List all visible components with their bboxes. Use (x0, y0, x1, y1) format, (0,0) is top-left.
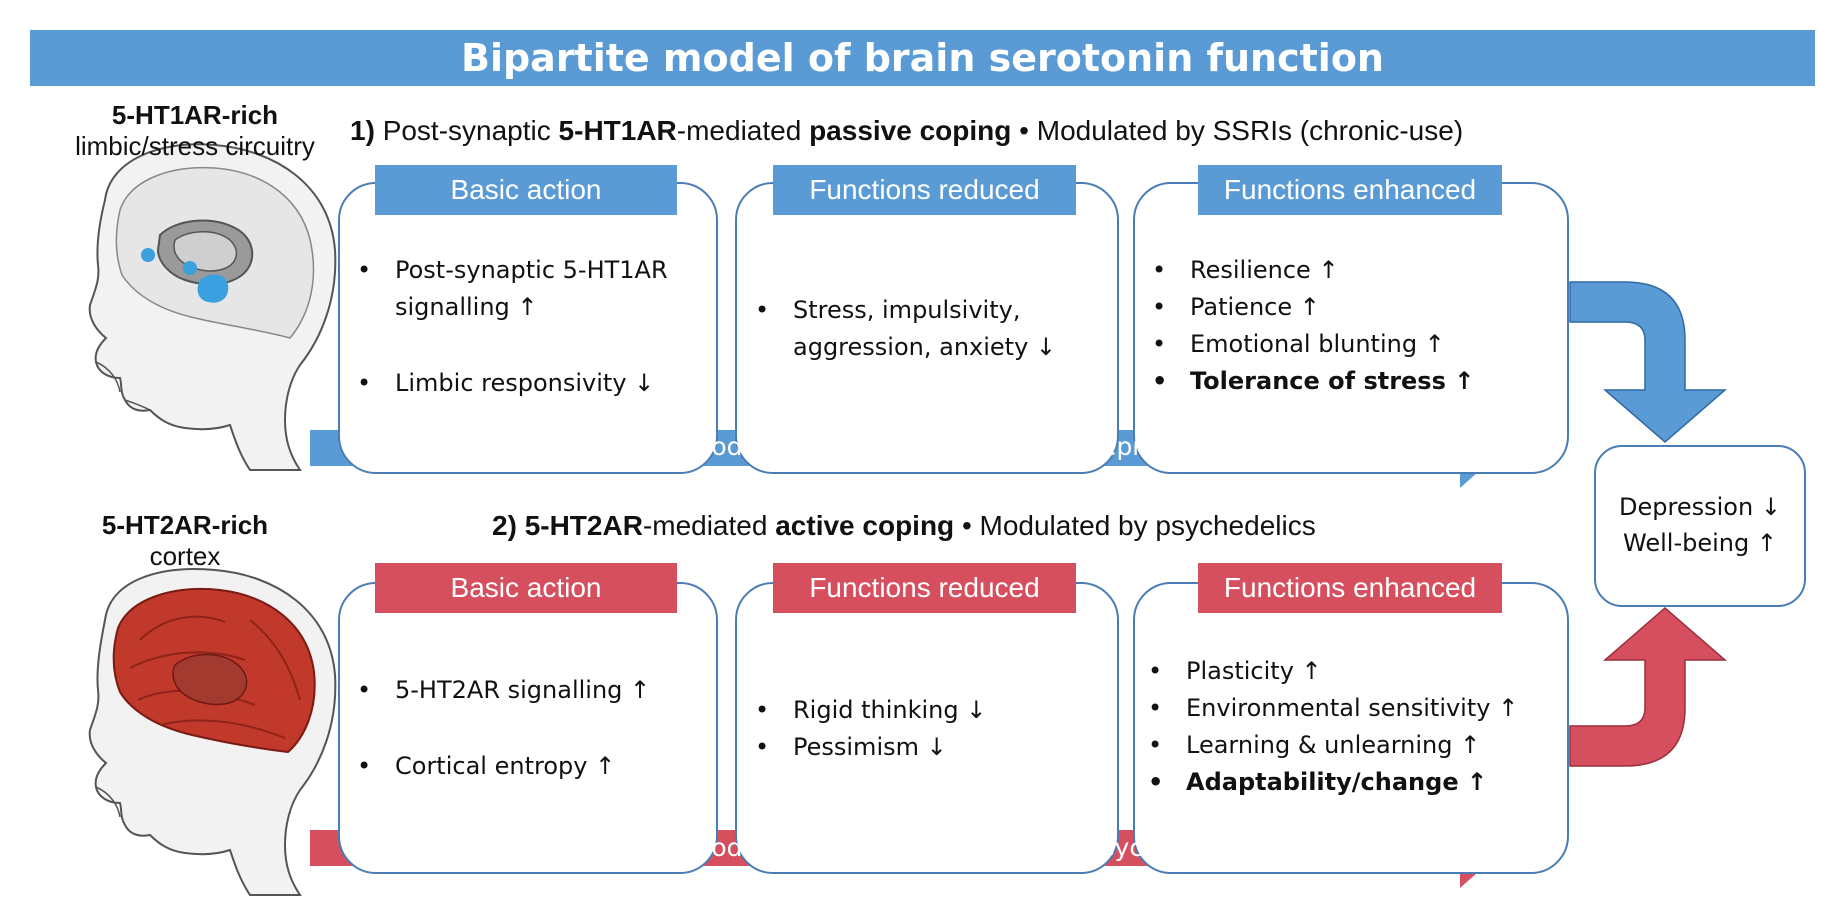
outcome-wellbeing: Well-being ↑ (1623, 529, 1777, 557)
region-label-1-bold: 5-HT1AR-rich (111, 100, 279, 130)
p2-basic-item-1: •5-HT2AR signalling ↑ (357, 676, 651, 704)
heading-1-pre: Post-synaptic (382, 115, 551, 146)
p2-reduced-item-1: •Rigid thinking ↓ (755, 696, 987, 724)
outcome-box: Depression ↓ Well-being ↑ (1594, 445, 1806, 607)
p1-basic-action-panel (338, 182, 718, 474)
p2-basic-action-header: Basic action (375, 563, 677, 613)
region-label-2-text: cortex (149, 541, 221, 571)
region-label-1-text: limbic/stress circuitry (75, 131, 315, 161)
heading-2-mid: -mediated (642, 510, 768, 541)
head-limbic-icon (88, 143, 337, 471)
heading-1-number: 1) (350, 115, 375, 146)
p1-functions-enhanced-header: Functions enhanced (1198, 165, 1502, 215)
region-label-1: 5-HT1AR-rich limbic/stress circuitry (60, 100, 330, 162)
p1-reduced-item-1: •Stress, impulsivity, (755, 296, 1021, 324)
p2-enhanced-item-4: •Adaptability/change ↑ (1148, 768, 1488, 796)
p2-functions-enhanced-panel (1133, 582, 1569, 874)
p1-functions-reduced-panel (735, 182, 1119, 474)
pathway-1-heading: 1) Post-synaptic 5-HT1AR-mediated passiv… (350, 115, 1463, 147)
diagram-title: Bipartite model of brain serotonin funct… (30, 30, 1815, 86)
red-curved-arrow (1569, 607, 1728, 767)
heading-1-mid: -mediated (676, 115, 802, 146)
heading-2-bold1: 5-HT2AR (524, 510, 643, 541)
p1-basic-item-1b: signalling ↑ (395, 293, 538, 321)
heading-1-bold2: passive coping (809, 115, 1012, 146)
heading-2-post: • Modulated by psychedelics (961, 510, 1316, 541)
p1-enhanced-item-2: •Patience ↑ (1152, 293, 1320, 321)
p1-enhanced-item-4: •Tolerance of stress ↑ (1152, 367, 1475, 395)
p2-enhanced-item-1: •Plasticity ↑ (1148, 657, 1322, 685)
p2-enhanced-item-2: •Environmental sensitivity ↑ (1148, 694, 1519, 722)
heading-2-bold2: active coping (775, 510, 955, 541)
p2-functions-enhanced-header: Functions enhanced (1198, 563, 1502, 613)
head-cortex-icon (88, 568, 337, 896)
p2-reduced-item-2: •Pessimism ↓ (755, 733, 947, 761)
p2-basic-action-panel (338, 582, 718, 874)
p2-functions-reduced-header: Functions reduced (773, 563, 1076, 613)
p1-enhanced-item-1: •Resilience ↑ (1152, 256, 1339, 284)
p2-functions-reduced-panel (735, 582, 1119, 874)
outcome-depression: Depression ↓ (1619, 493, 1781, 521)
p1-functions-reduced-header: Functions reduced (773, 165, 1076, 215)
p1-basic-item-2: •Limbic responsivity ↓ (357, 369, 655, 397)
heading-1-post: • Modulated by SSRIs (chronic-use) (1019, 115, 1464, 146)
region-label-2: 5-HT2AR-rich cortex (60, 510, 310, 572)
heading-1-bold1: 5-HT1AR (558, 115, 677, 146)
pathway-1-label: Pathway 1 (modulated by conventional ant… (540, 432, 1248, 461)
p1-enhanced-item-3: •Emotional blunting ↑ (1152, 330, 1445, 358)
p2-basic-item-2: •Cortical entropy ↑ (357, 752, 616, 780)
p1-functions-enhanced-panel (1133, 182, 1569, 474)
p1-basic-item-1: •Post-synaptic 5-HT1AR (357, 256, 668, 284)
heading-2-number: 2) (492, 510, 517, 541)
blue-curved-arrow (1569, 281, 1728, 443)
region-label-2-bold: 5-HT2AR-rich (101, 510, 269, 540)
pathway-2-label: Pathway 2 (modulated by 5-HT2AR agonist … (540, 833, 1256, 862)
p1-basic-action-header: Basic action (375, 165, 677, 215)
p2-enhanced-item-3: •Learning & unlearning ↑ (1148, 731, 1481, 759)
p1-reduced-item-1b: aggression, anxiety ↓ (793, 333, 1057, 361)
pathway-2-heading: 2) 5-HT2AR-mediated active coping • Modu… (492, 510, 1316, 542)
